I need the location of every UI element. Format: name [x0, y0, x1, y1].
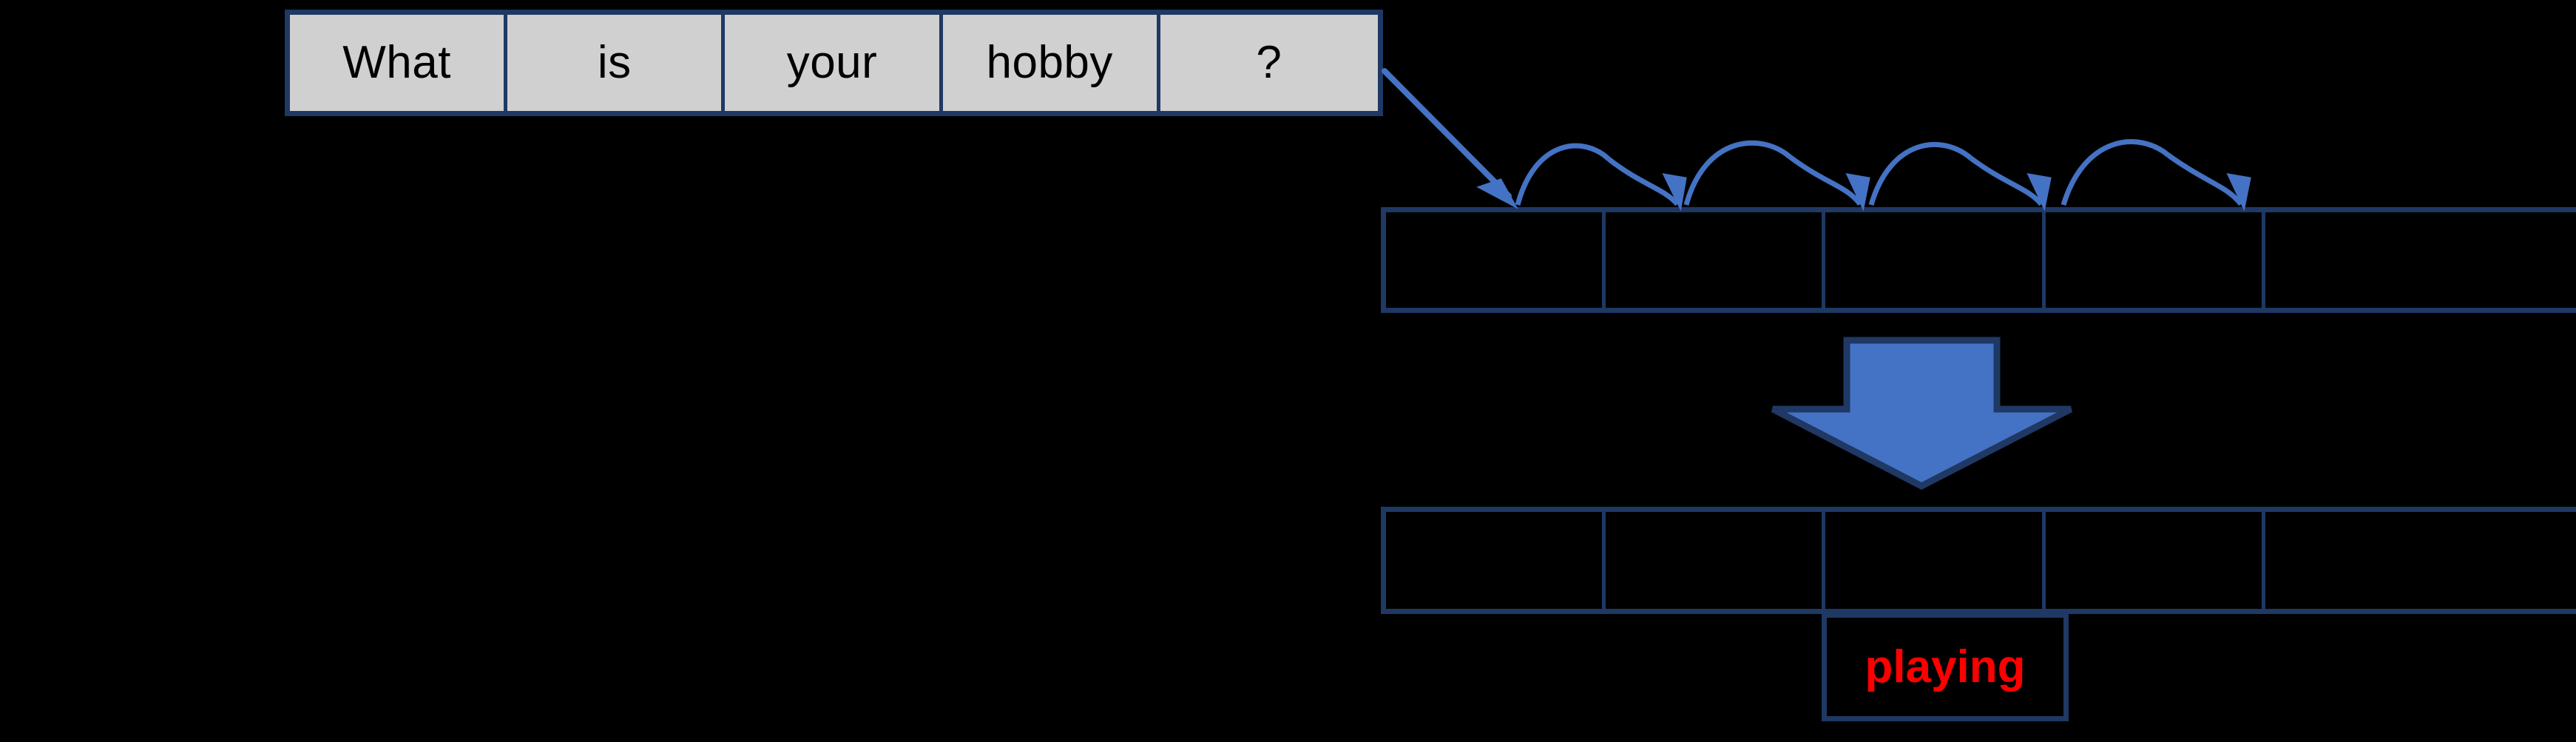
- input-cell[interactable]: ?: [1160, 15, 1378, 111]
- input-cell[interactable]: is: [507, 15, 726, 111]
- encoder-cell[interactable]: [2045, 212, 2265, 308]
- input-token-label: What: [342, 37, 451, 88]
- decoder-cell[interactable]: [1825, 512, 2046, 609]
- decoder-state-row: [1381, 507, 2576, 614]
- encoder-state-row: [1381, 207, 2576, 313]
- input-token-label: is: [597, 37, 632, 88]
- input-token-label: ?: [1256, 37, 1282, 88]
- encoder-cell[interactable]: [1386, 212, 1606, 308]
- input-token-label: hobby: [986, 37, 1113, 88]
- hop-arrow-icon: [1515, 143, 1687, 212]
- encoder-cell[interactable]: [1606, 212, 1826, 308]
- block-down-arrow: [1771, 337, 2073, 490]
- encoder-cell[interactable]: [1825, 212, 2046, 308]
- decoder-cell[interactable]: [2045, 512, 2265, 609]
- input-token-row: What is your hobby ?: [285, 10, 1383, 116]
- hop-arrow-icon: [1683, 140, 1870, 212]
- input-cell[interactable]: your: [725, 15, 943, 111]
- hop-arrow-icon: [1868, 141, 2052, 212]
- input-cell[interactable]: hobby: [942, 15, 1160, 111]
- input-token-label: your: [786, 37, 878, 88]
- decoder-cell[interactable]: [2265, 512, 2576, 609]
- decoder-cell[interactable]: [1606, 512, 1826, 609]
- input-cell[interactable]: What: [290, 15, 508, 111]
- output-token-box[interactable]: playing: [1822, 613, 2069, 721]
- decoder-cell[interactable]: [1386, 512, 1606, 609]
- output-token-label: playing: [1865, 641, 2026, 692]
- diagonal-feed-arrow: [1382, 68, 1518, 209]
- encoder-cell[interactable]: [2265, 212, 2576, 308]
- hop-arrow-icon: [2061, 139, 2251, 212]
